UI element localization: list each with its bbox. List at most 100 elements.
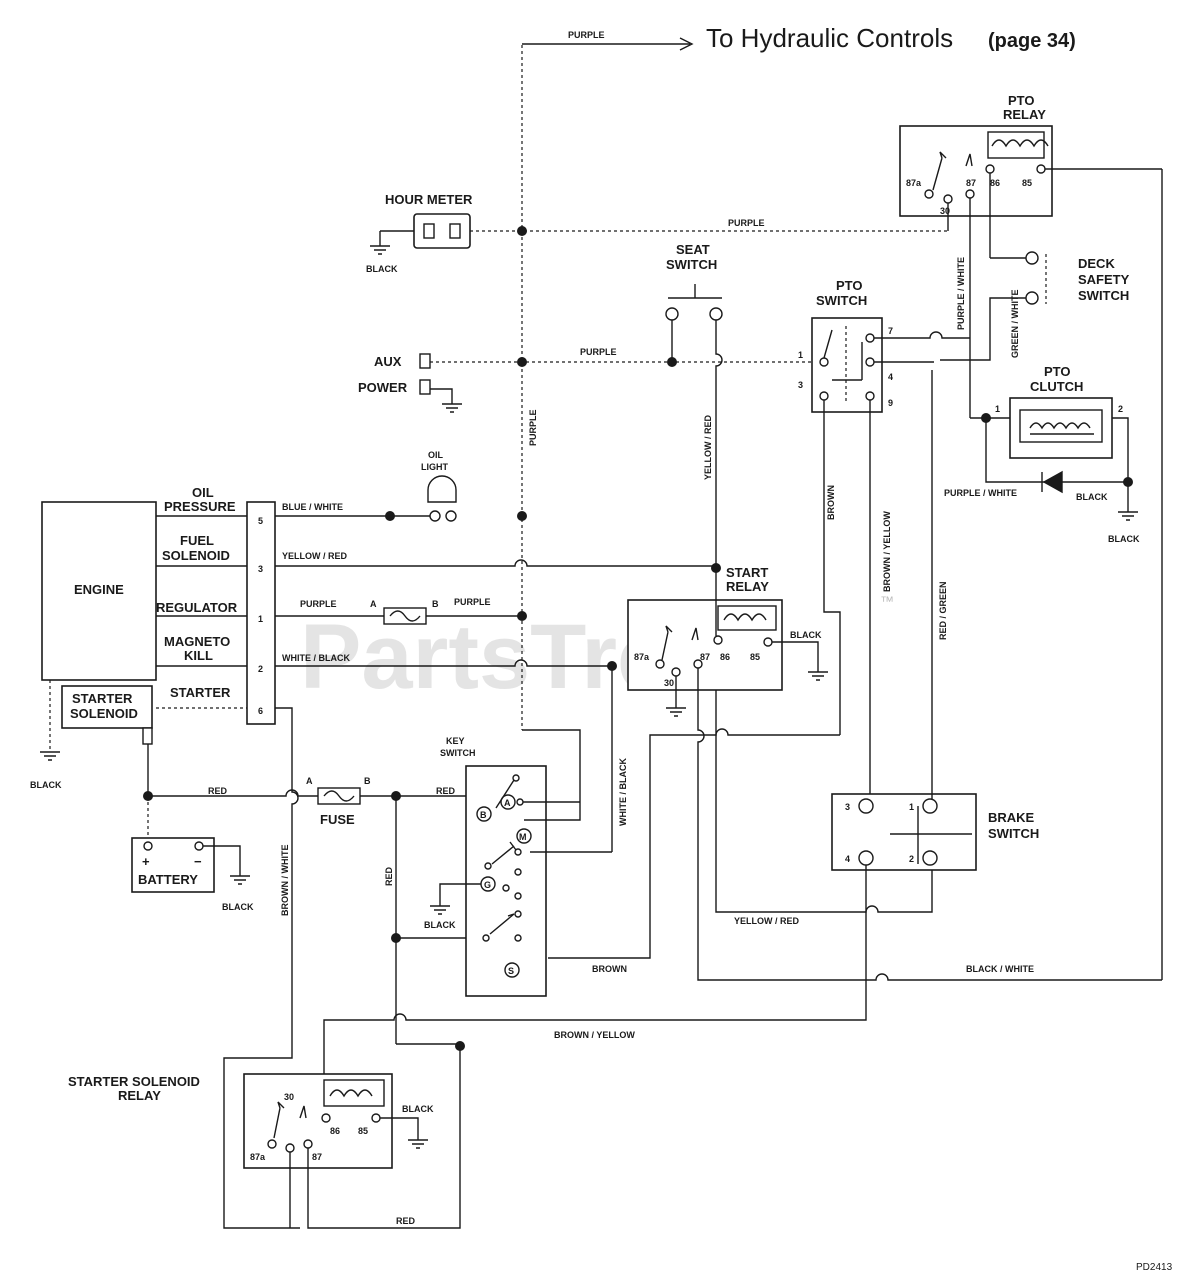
aux-label: AUX xyxy=(374,354,402,369)
wire-label-red-starter-relay: RED xyxy=(396,1216,416,1226)
engine-connector xyxy=(246,501,276,725)
start-relay-label-1: START xyxy=(726,565,768,580)
pto-relay xyxy=(899,125,1053,217)
wire-label-black-clutch-ground: BLACK xyxy=(1108,534,1140,544)
junction-node xyxy=(517,357,527,367)
wire-label-black-engine: BLACK xyxy=(30,780,62,790)
svg-text:6: 6 xyxy=(258,706,263,716)
key-switch-contact-icon xyxy=(489,779,515,935)
svg-text:85: 85 xyxy=(750,652,760,662)
svg-text:2: 2 xyxy=(909,854,914,864)
wire-label-purple-white-clutch: PURPLE / WHITE xyxy=(944,488,1017,498)
ground-icon xyxy=(808,671,828,681)
ground-icon xyxy=(666,707,686,717)
hour-meter xyxy=(413,213,471,249)
oil-pressure-label-1: OIL xyxy=(192,485,214,500)
wire-label-yellow-red: YELLOW / RED xyxy=(282,551,348,561)
green-white-wire xyxy=(940,297,1026,361)
white-black-magneto-wire xyxy=(275,659,612,667)
svg-text:1: 1 xyxy=(798,350,803,360)
wire-label-red-vert: RED xyxy=(384,866,394,886)
junction-node xyxy=(711,563,721,573)
svg-text:87: 87 xyxy=(312,1152,322,1162)
battery-label: BATTERY xyxy=(138,872,198,887)
junction-node xyxy=(455,1041,465,1051)
starter-label: STARTER xyxy=(170,685,231,700)
seat-switch-label-2: SWITCH xyxy=(666,257,717,272)
svg-text:5: 5 xyxy=(258,516,263,526)
wire-label-red-battery: RED xyxy=(208,786,228,796)
svg-text:4: 4 xyxy=(888,372,893,382)
regulator-label: REGULATOR xyxy=(156,600,238,615)
wire-label-purple-aux: PURPLE xyxy=(580,347,617,357)
hour-meter-terminal-a xyxy=(423,223,435,239)
power-terminal xyxy=(419,379,431,395)
brake-switch xyxy=(831,793,977,871)
ground-icon xyxy=(40,751,60,761)
wire-label-black-start-relay: BLACK xyxy=(790,630,822,640)
junction-node xyxy=(607,661,617,671)
wire-label-black-key: BLACK xyxy=(424,920,456,930)
junction-node xyxy=(981,413,991,423)
part-code: PD2413 xyxy=(1136,1262,1173,1273)
svg-text:A: A xyxy=(504,798,511,808)
oil-light-label-1: OIL xyxy=(428,450,444,460)
aux-terminal xyxy=(419,353,431,369)
fuse-icon xyxy=(389,610,421,622)
wire-label-black-clutch: BLACK xyxy=(1076,492,1108,502)
wire-label-red-green: RED / GREEN xyxy=(938,581,948,640)
wire-label-purple-trunk: PURPLE xyxy=(528,409,538,446)
watermark-tm: ™ xyxy=(880,593,894,609)
svg-text:2: 2 xyxy=(1118,404,1123,414)
red-battery-wire xyxy=(148,789,318,797)
brown-pto-wire xyxy=(823,400,841,735)
svg-text:87: 87 xyxy=(966,178,976,188)
starter-relay-contact-icon xyxy=(273,1101,307,1139)
wire-label-white-black: WHITE / BLACK xyxy=(282,653,350,663)
oil-pressure-label-2: PRESSURE xyxy=(164,499,236,514)
pto-switch-label-1: PTO xyxy=(836,278,863,293)
wire-label-brown: BROWN xyxy=(826,485,836,520)
svg-text:1: 1 xyxy=(995,404,1000,414)
svg-text:A: A xyxy=(306,776,313,786)
wire-label-red-key: RED xyxy=(436,786,456,796)
svg-text:B: B xyxy=(364,776,371,786)
red-starter-relay-wire xyxy=(307,1048,461,1229)
svg-text:87a: 87a xyxy=(250,1152,266,1162)
hour-meter-terminal-b xyxy=(449,223,461,239)
purple-key-wire xyxy=(522,729,581,821)
junction-node xyxy=(517,611,527,621)
wire-label-green-white: GREEN / WHITE xyxy=(1010,289,1020,358)
pto-clutch-label-1: PTO xyxy=(1044,364,1071,379)
junction-node xyxy=(391,933,401,943)
wire-label-yellow-red-brake: YELLOW / RED xyxy=(734,916,800,926)
junction-node xyxy=(667,357,677,367)
deck-switch-label-1: DECK xyxy=(1078,256,1115,271)
svg-text:86: 86 xyxy=(330,1126,340,1136)
brake-switch-label-1: BRAKE xyxy=(988,810,1035,825)
junction-node xyxy=(385,511,395,521)
svg-text:4: 4 xyxy=(845,854,850,864)
pto-clutch-coil-icon xyxy=(1029,422,1091,430)
wire-label-purple-regulator: PURPLE xyxy=(300,599,337,609)
hour-meter-label: HOUR METER xyxy=(385,192,473,207)
pto-relay-contact-icon xyxy=(932,151,947,191)
arrow-icon xyxy=(679,37,694,51)
junction-node xyxy=(517,511,527,521)
starter-solenoid-label-2: SOLENOID xyxy=(70,706,138,721)
pto-clutch-label-2: CLUTCH xyxy=(1030,379,1083,394)
brown-yellow-wire xyxy=(323,865,867,1118)
fuse-label: FUSE xyxy=(320,812,355,827)
key-switch-label-1: KEY xyxy=(446,736,465,746)
svg-text:87a: 87a xyxy=(906,178,922,188)
yellow-red-fuel-wire xyxy=(275,559,716,567)
pto-relay-coil-icon xyxy=(991,139,1049,148)
fuse-icon xyxy=(323,790,355,802)
svg-text:2: 2 xyxy=(258,664,263,674)
brown-white-wire xyxy=(223,707,300,1229)
junction-node xyxy=(391,791,401,801)
wire-label-purple-regulator-b: PURPLE xyxy=(454,597,491,607)
deck-switch-terminal-a xyxy=(1025,251,1039,265)
svg-text:7: 7 xyxy=(888,326,893,336)
